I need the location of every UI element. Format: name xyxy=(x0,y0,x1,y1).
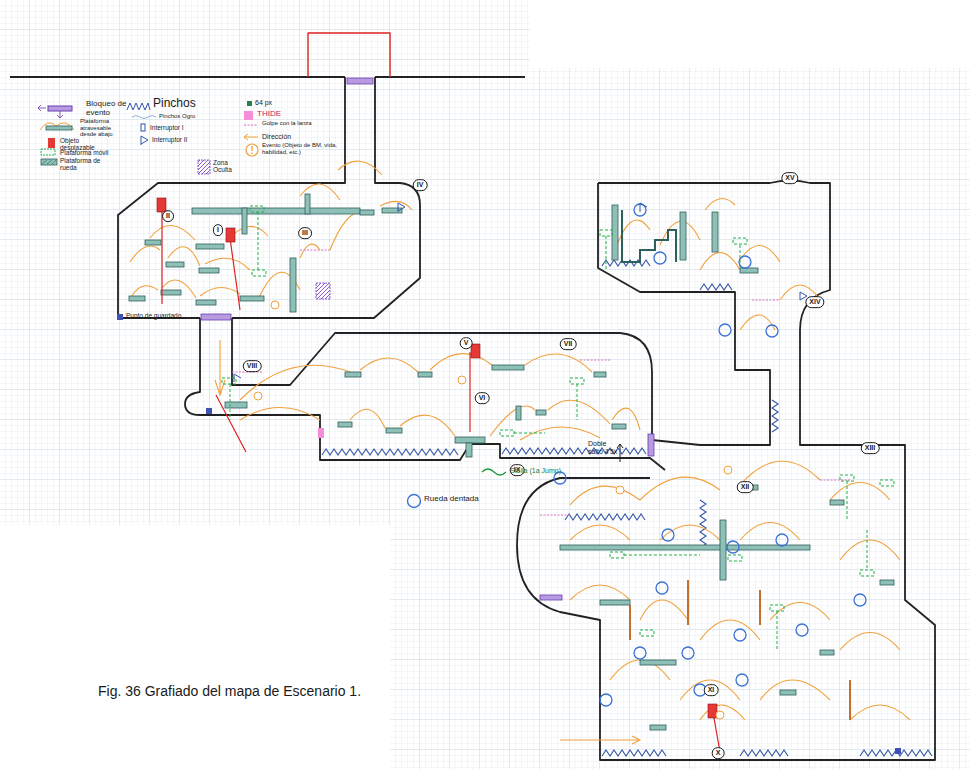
legend-swatch xyxy=(247,101,252,106)
map-note: Stella (1a Jump) xyxy=(510,467,582,475)
paper-sheet xyxy=(390,68,970,769)
legend-label: Plataforma atravesable desde abajo xyxy=(80,118,124,138)
legend-swatch xyxy=(244,111,253,120)
callout-number: XV xyxy=(781,172,798,184)
map-note: Doble salto 4'5x xyxy=(588,440,618,455)
legend-label: Rueda dentada xyxy=(424,495,494,504)
staircase xyxy=(622,210,676,262)
platforms xyxy=(129,194,894,730)
legend-label: Evento (Objeto de BM, vida, habilidad, e… xyxy=(262,142,362,155)
map-symbols xyxy=(206,203,901,754)
moving-platforms xyxy=(222,206,894,650)
legend-label: Pinchos xyxy=(153,97,213,110)
jump-arcs xyxy=(130,161,910,744)
gears xyxy=(554,204,866,706)
legend-swatch xyxy=(117,314,123,320)
callout-number: VI xyxy=(475,392,490,404)
callout-number: XIII xyxy=(861,442,880,454)
legend-label: Interruptor II xyxy=(152,136,202,143)
legend-label: Zona Oculta xyxy=(213,159,243,173)
legend-label: Bloqueo de evento xyxy=(86,100,130,118)
spear-hit xyxy=(232,250,850,515)
legend-label: Plataforma móvil xyxy=(60,149,120,156)
legend-label: Punto de guardado xyxy=(126,312,196,319)
callout-number: III xyxy=(298,227,312,239)
callout-number: II xyxy=(162,210,174,222)
paper-sheet xyxy=(390,68,970,769)
figure-caption: Fig. 36 Grafiado del mapa de Escenario 1… xyxy=(98,684,361,699)
callout-number: VIII xyxy=(243,360,262,372)
movable-objects xyxy=(157,198,720,752)
callout-number: XIV xyxy=(805,296,824,308)
callout-number: X xyxy=(712,747,725,759)
legend-label: Golpe con la lanza xyxy=(262,120,312,127)
legend-label: Plataforma de rueda xyxy=(60,157,102,171)
callout-number: XI xyxy=(704,684,719,696)
legend-label: Pinchos Ogro xyxy=(159,113,199,120)
legend-samples xyxy=(38,103,623,508)
legend-label: THIDE xyxy=(257,110,297,119)
legend-label: Interruptor I xyxy=(150,124,200,131)
legend-label: 64 px xyxy=(255,99,295,107)
spikes xyxy=(322,260,932,756)
hidden-zone xyxy=(316,283,330,299)
legend-label: Dirección xyxy=(262,133,312,141)
callout-number: XII xyxy=(737,481,754,493)
event-blocker xyxy=(201,78,654,600)
callout-number: IV xyxy=(413,179,428,191)
legend-swatch xyxy=(48,138,55,148)
rods xyxy=(630,580,850,720)
callout-number: V xyxy=(460,337,473,349)
callout-number: I xyxy=(213,224,223,236)
level-outline xyxy=(10,33,935,760)
callout-number: VII xyxy=(560,338,577,350)
